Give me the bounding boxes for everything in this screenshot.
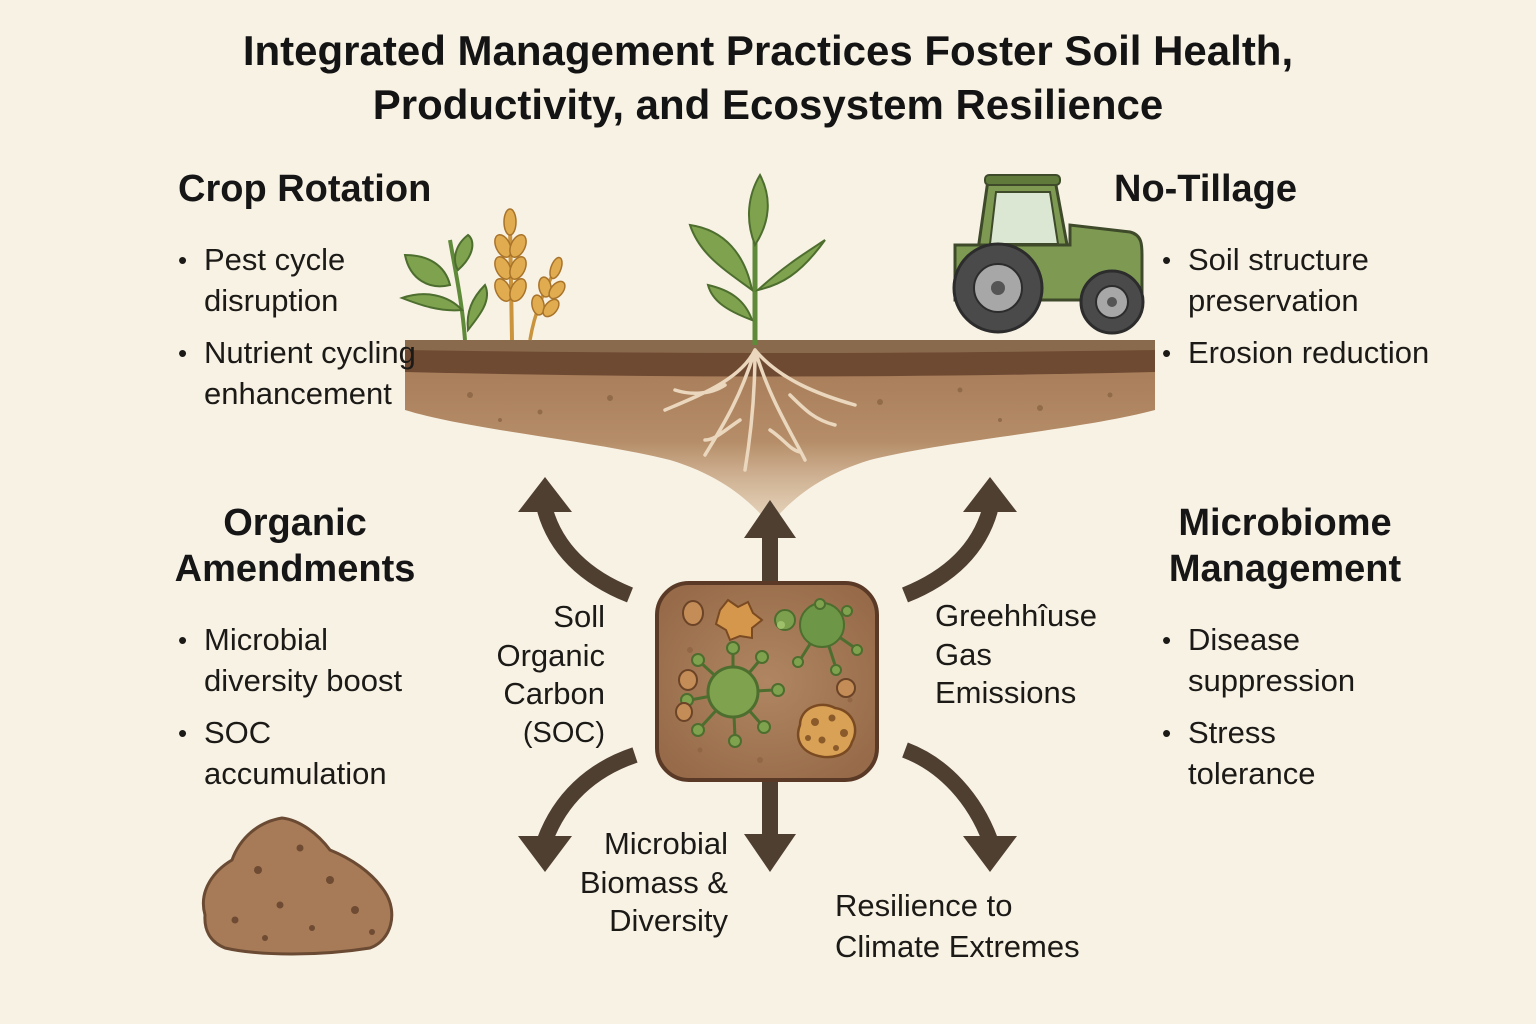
resilience-label-line-1: Resilience to	[835, 888, 1013, 923]
crop-rotation-heading: Crop Rotation	[178, 168, 432, 210]
microbiome-management-heading: Microbiome Management	[1140, 500, 1430, 592]
microbiome-management-heading-line-1: Microbiome	[1178, 502, 1392, 544]
microbiome-management-bullet-1: Disease suppression	[1162, 620, 1402, 701]
resilience-label-line-2: Climate Extremes	[835, 929, 1080, 964]
ghg-label: Greehhîuse Gas Emissions	[935, 597, 1097, 713]
compost-pile-icon	[202, 816, 394, 956]
title-line-1: Integrated Management Practices Foster S…	[242, 27, 1294, 74]
no-tillage-heading: No-Tillage	[1114, 168, 1297, 210]
microbial-biomass-label: Microbial Biomass & Diversity	[555, 825, 728, 941]
microbiome-management-heading-line-2: Management	[1168, 548, 1402, 590]
microbial-biomass-label-line-2: Biomass &	[579, 864, 728, 900]
organic-amendments-heading-line-1: Organic	[223, 502, 367, 544]
no-tillage-bullets: Soil structure preservation Erosion redu…	[1162, 240, 1482, 386]
seedling-roots-icon	[663, 172, 857, 472]
arrows	[518, 477, 1017, 872]
soc-label: Soll Organic Carbon (SOC)	[470, 598, 605, 752]
tractor-icon	[952, 174, 1145, 335]
soc-label-line-1: Soll	[553, 599, 605, 634]
soc-label-line-2: Organic	[496, 637, 605, 673]
ghg-label-line-3: Emissions	[935, 675, 1077, 710]
soc-label-line-3: Carbon	[503, 676, 605, 711]
ghg-label-line-1: Greehhîuse	[935, 598, 1097, 633]
resilience-label: Resilience to Climate Extremes	[835, 885, 1080, 967]
microbiome-management-bullets: Disease suppression Stress tolerance	[1162, 620, 1402, 806]
microbiome-management-bullet-2: Stress tolerance	[1162, 713, 1402, 794]
crop-rotation-bullets: Pest cycle disruption Nutrient cycling e…	[178, 240, 428, 426]
crop-rotation-bullet-1: Pest cycle disruption	[178, 240, 428, 321]
crop-rotation-bullet-2: Nutrient cycling enhancement	[178, 333, 428, 414]
page-title: Integrated Management Practices Foster S…	[0, 24, 1536, 132]
soil-cross-section	[405, 340, 1155, 525]
ghg-label-line-2: Gas	[935, 636, 992, 672]
organic-amendments-heading-line-2: Amendments	[174, 548, 416, 590]
microbial-biomass-label-line-3: Diversity	[609, 903, 728, 938]
organic-amendments-bullet-2: SOC accumulation	[178, 713, 448, 794]
no-tillage-bullet-2: Erosion reduction	[1162, 333, 1482, 374]
no-tillage-bullet-1: Soil structure preservation	[1162, 240, 1482, 321]
soc-label-line-4: (SOC)	[522, 716, 605, 749]
organic-amendments-bullet-1: Microbial diversity boost	[178, 620, 448, 701]
title-line-2: Productivity, and Ecosystem Resilience	[372, 81, 1164, 128]
soil-microbes-icon	[655, 581, 879, 782]
microbial-biomass-label-line-1: Microbial	[603, 826, 728, 861]
organic-amendments-bullets: Microbial diversity boost SOC accumulati…	[178, 620, 448, 806]
organic-amendments-heading: Organic Amendments	[150, 500, 440, 592]
